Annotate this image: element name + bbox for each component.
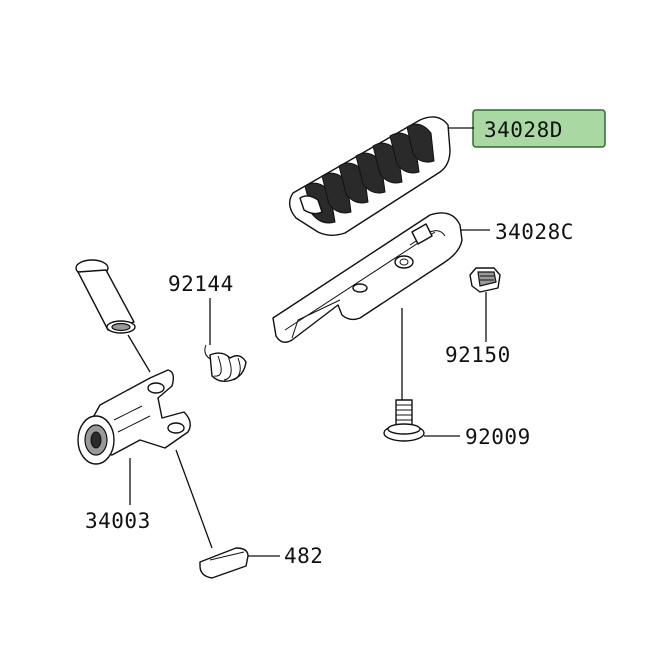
screw-92009[interactable] <box>383 399 425 442</box>
pivot-pin[interactable] <box>75 259 136 334</box>
part-label-482[interactable]: 482 <box>284 544 323 568</box>
part-label-92009[interactable]: 92009 <box>465 425 531 449</box>
part-label-34028D[interactable]: 34028D <box>484 118 563 142</box>
leader-lines <box>127 127 490 557</box>
bolt-92150[interactable] <box>469 267 501 293</box>
spring-92144[interactable] <box>204 344 247 383</box>
bracket-34003[interactable] <box>77 369 191 465</box>
part-label-34003[interactable]: 34003 <box>85 509 151 533</box>
footpeg-rubber-34028D[interactable] <box>288 116 451 236</box>
footpeg-34028C[interactable] <box>272 212 463 343</box>
part-label-92150[interactable]: 92150 <box>445 343 511 367</box>
part-label-34028C[interactable]: 34028C <box>495 220 574 244</box>
clip-482[interactable] <box>199 547 249 579</box>
part-label-92144[interactable]: 92144 <box>168 272 234 296</box>
